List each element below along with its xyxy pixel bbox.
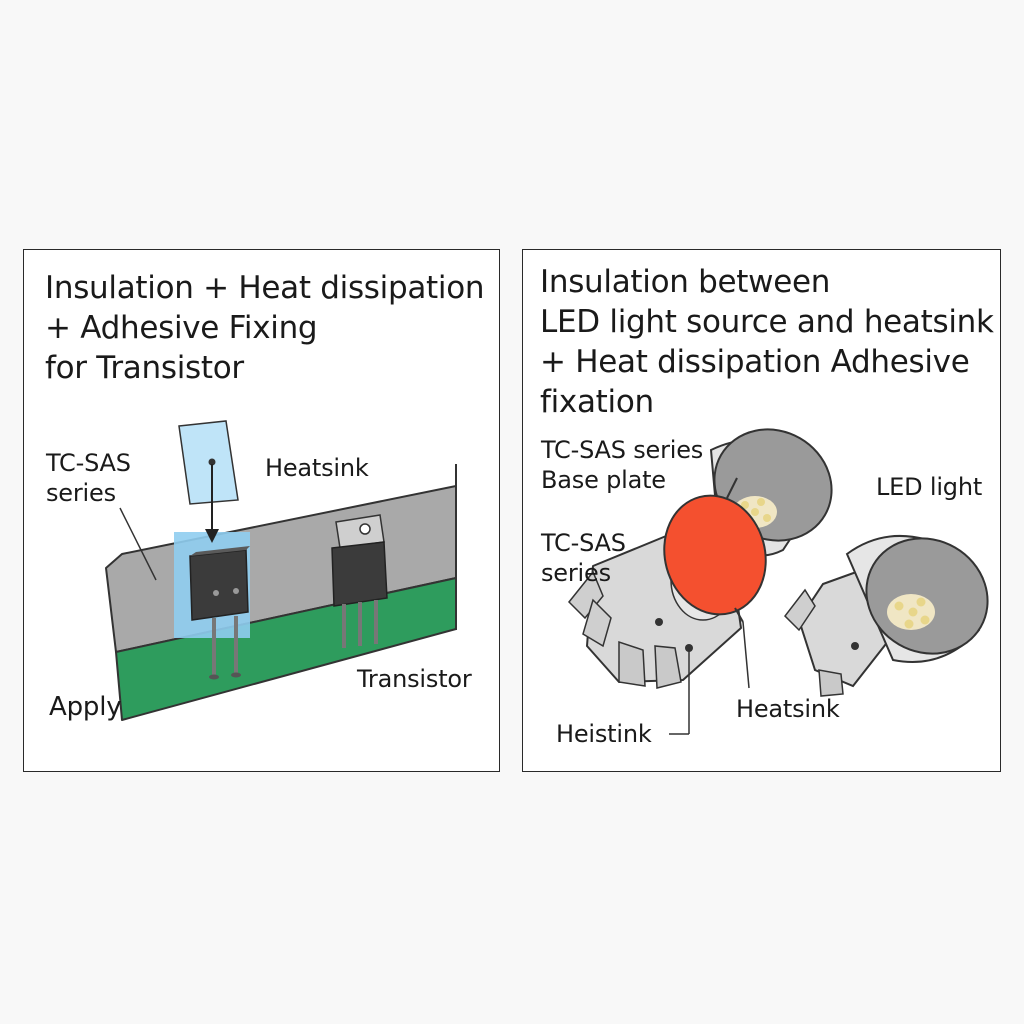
led-light-label: LED light [876, 473, 983, 501]
title-line: for Transistor [45, 350, 244, 386]
label-line: series [46, 479, 116, 507]
heatsink-label: Heatsink [736, 695, 840, 723]
label-line: TC-SAS [46, 449, 131, 477]
led-panel: Insulation between LED light source and … [522, 249, 1001, 772]
right-led-light [784, 534, 989, 697]
title-line: Insulation between [540, 264, 831, 300]
apply-label: Apply [49, 692, 122, 722]
tc-sas-base-plate-label: TC-SAS series Base plate [541, 435, 703, 495]
title-line: LED light source and heatsink [540, 304, 994, 340]
insulating-pad [663, 494, 767, 616]
label-line: series [541, 559, 611, 587]
transistor-label: Transistor [357, 665, 472, 693]
title-line: + Heat dissipation Adhesive [540, 344, 970, 380]
heatsink-label: Heatsink [265, 454, 369, 482]
label-line: TC-SAS [541, 529, 626, 557]
led-panel-title: Insulation between LED light source and … [540, 262, 994, 422]
title-line: fixation [540, 384, 654, 420]
label-line: Base plate [541, 466, 666, 494]
transistor-panel: Insulation + Heat dissipation + Adhesive… [23, 249, 500, 772]
transistor-illustration [105, 420, 457, 721]
tc-sas-sheet [178, 420, 239, 505]
tc-sas-series-label: TC-SAS series [46, 448, 131, 508]
transistor-left-body [189, 549, 249, 621]
title-line: Insulation + Heat dissipation [45, 270, 485, 306]
title-line: + Adhesive Fixing [45, 310, 318, 346]
tc-sas-series-label: TC-SAS series [541, 528, 626, 588]
heistink-label: Heistink [556, 720, 652, 748]
led-illustration [567, 428, 989, 735]
transistor-panel-title: Insulation + Heat dissipation + Adhesive… [45, 268, 485, 388]
transistor-right-body [331, 541, 388, 607]
label-line: TC-SAS series [541, 436, 704, 464]
